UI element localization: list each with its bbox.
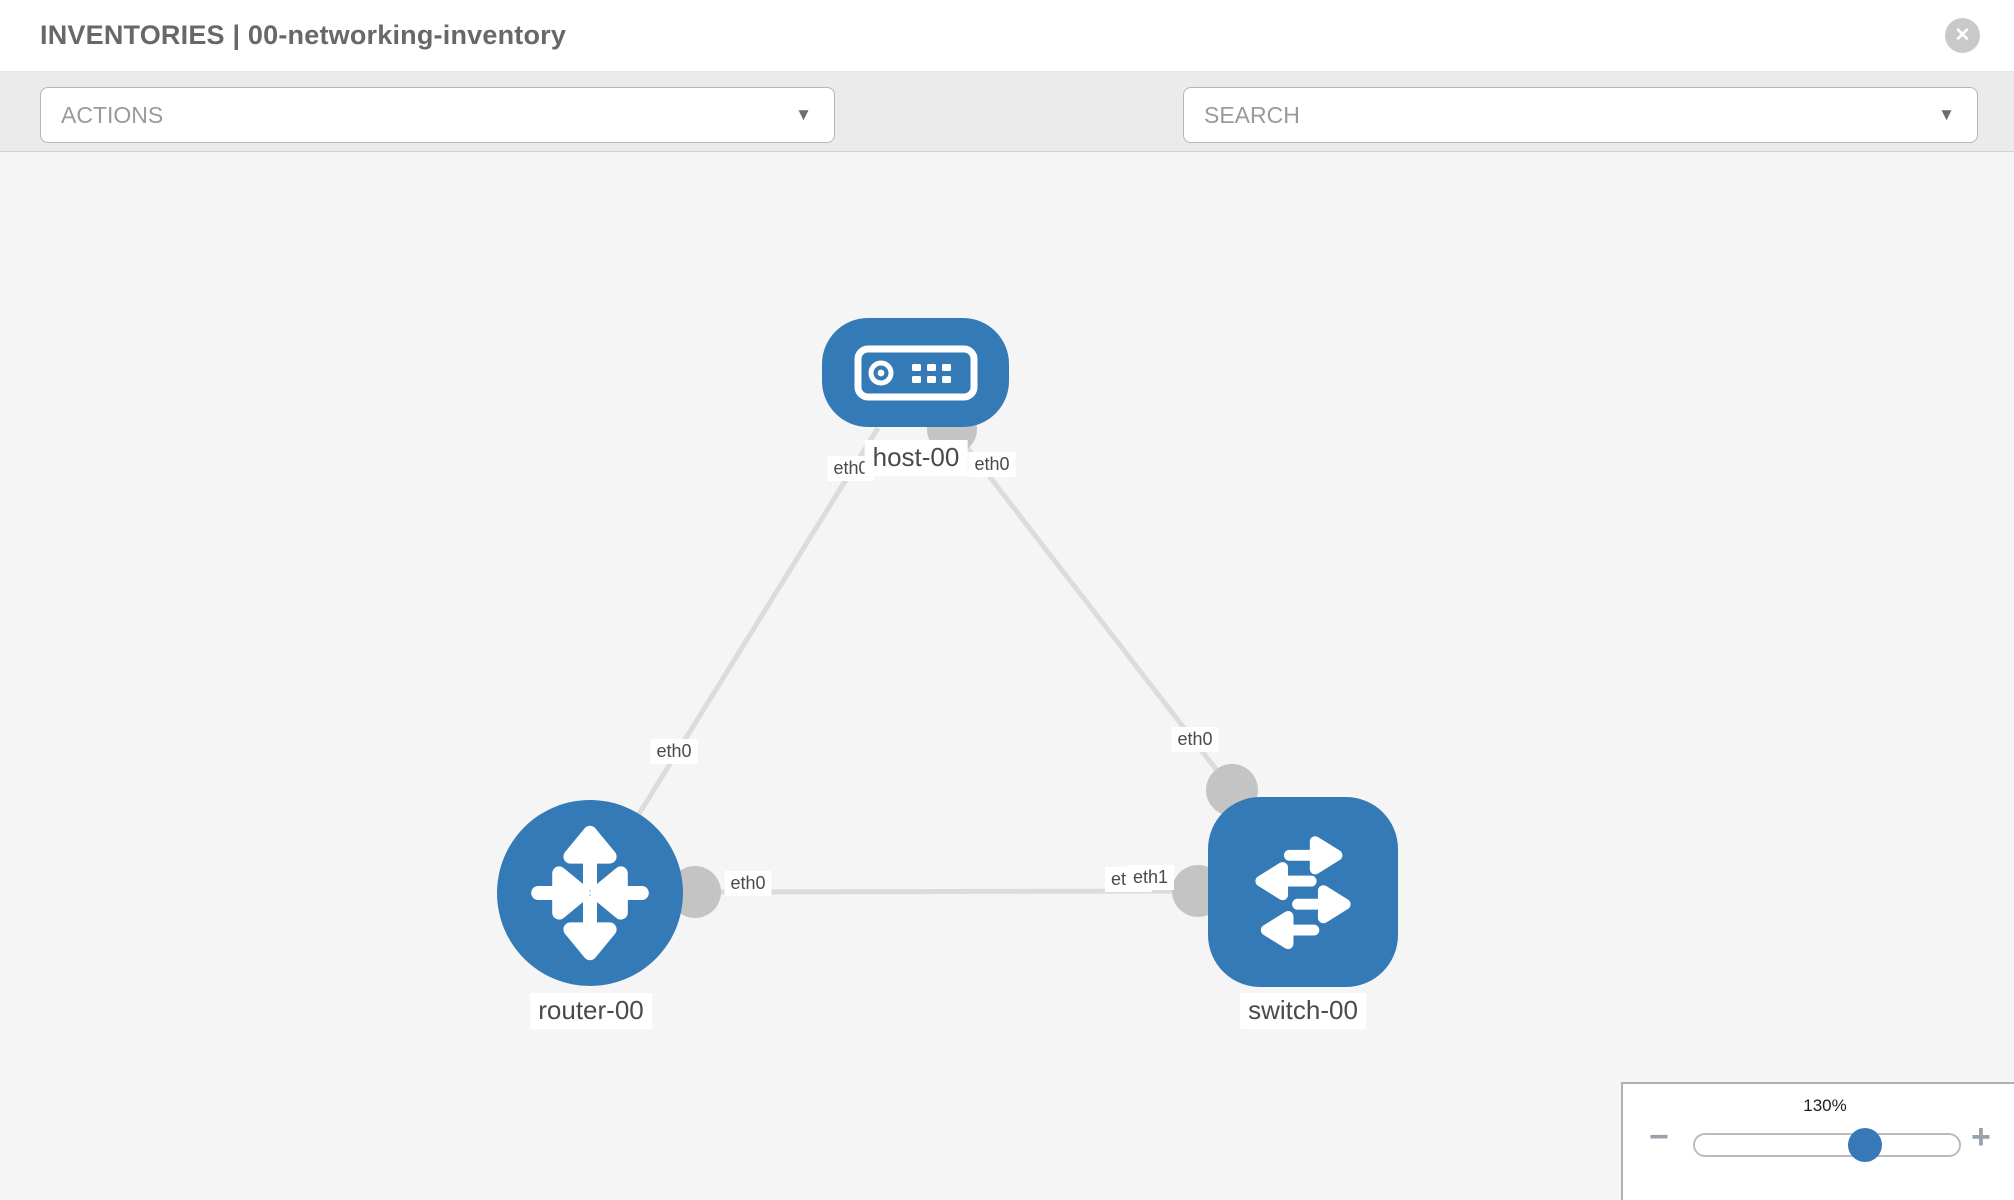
links-layer <box>587 404 1258 918</box>
host-icon <box>854 345 977 400</box>
node-label-host: host-00 <box>864 440 968 476</box>
page-title: INVENTORIES | 00-networking-inventory <box>40 20 566 51</box>
node-router-00[interactable] <box>497 800 683 986</box>
router-icon <box>531 825 649 961</box>
interface-label: eth0 <box>1171 727 1219 752</box>
zoom-in-button[interactable]: + <box>1971 1120 1991 1154</box>
close-button[interactable]: ✕ <box>1945 18 1980 53</box>
zoom-level-label: 130% <box>1803 1096 1847 1115</box>
plus-icon: + <box>1971 1118 1991 1156</box>
node-label-switch: switch-00 <box>1240 993 1366 1029</box>
interface-label: eth0 <box>827 456 875 481</box>
node-switch-00[interactable] <box>1208 797 1398 987</box>
zoom-panel: 130% − + <box>1621 1082 2014 1200</box>
search-dropdown-label: SEARCH <box>1204 101 1300 128</box>
node-host-00[interactable] <box>822 318 1009 427</box>
inventory-name: 00-networking-inventory <box>247 20 567 50</box>
search-dropdown[interactable]: SEARCH ▼ <box>1183 87 1978 143</box>
interface-label: eth1 <box>1127 865 1175 890</box>
actions-dropdown[interactable]: ACTIONS ▼ <box>40 87 835 143</box>
chevron-down-icon: ▼ <box>795 105 812 124</box>
interface-label: eth0 <box>968 452 1016 477</box>
chevron-down-icon: ▼ <box>1938 105 1955 124</box>
switch-icon <box>1255 836 1351 950</box>
minus-icon: − <box>1649 1118 1669 1156</box>
interface-label: eth0 <box>724 871 772 896</box>
toolbar: ACTIONS ▼ SEARCH ▼ <box>0 72 2014 211</box>
zoom-slider[interactable] <box>1693 1133 1961 1157</box>
breadcrumb-section: INVENTORIES <box>40 20 225 50</box>
header-bar: INVENTORIES | 00-networking-inventory ✕ <box>0 0 2014 72</box>
zoom-out-button[interactable]: − <box>1649 1120 1669 1154</box>
node-label-router: router-00 <box>530 993 652 1029</box>
breadcrumb-separator: | <box>224 20 248 50</box>
actions-dropdown-label: ACTIONS <box>61 101 164 128</box>
close-icon: ✕ <box>1954 25 1971 46</box>
topology-canvas[interactable]: eth0 eth0 eth0 eth0 eth0 eth0 eth1 host-… <box>0 152 2014 1200</box>
zoom-slider-knob[interactable] <box>1848 1128 1882 1162</box>
interface-label: eth0 <box>650 739 698 764</box>
